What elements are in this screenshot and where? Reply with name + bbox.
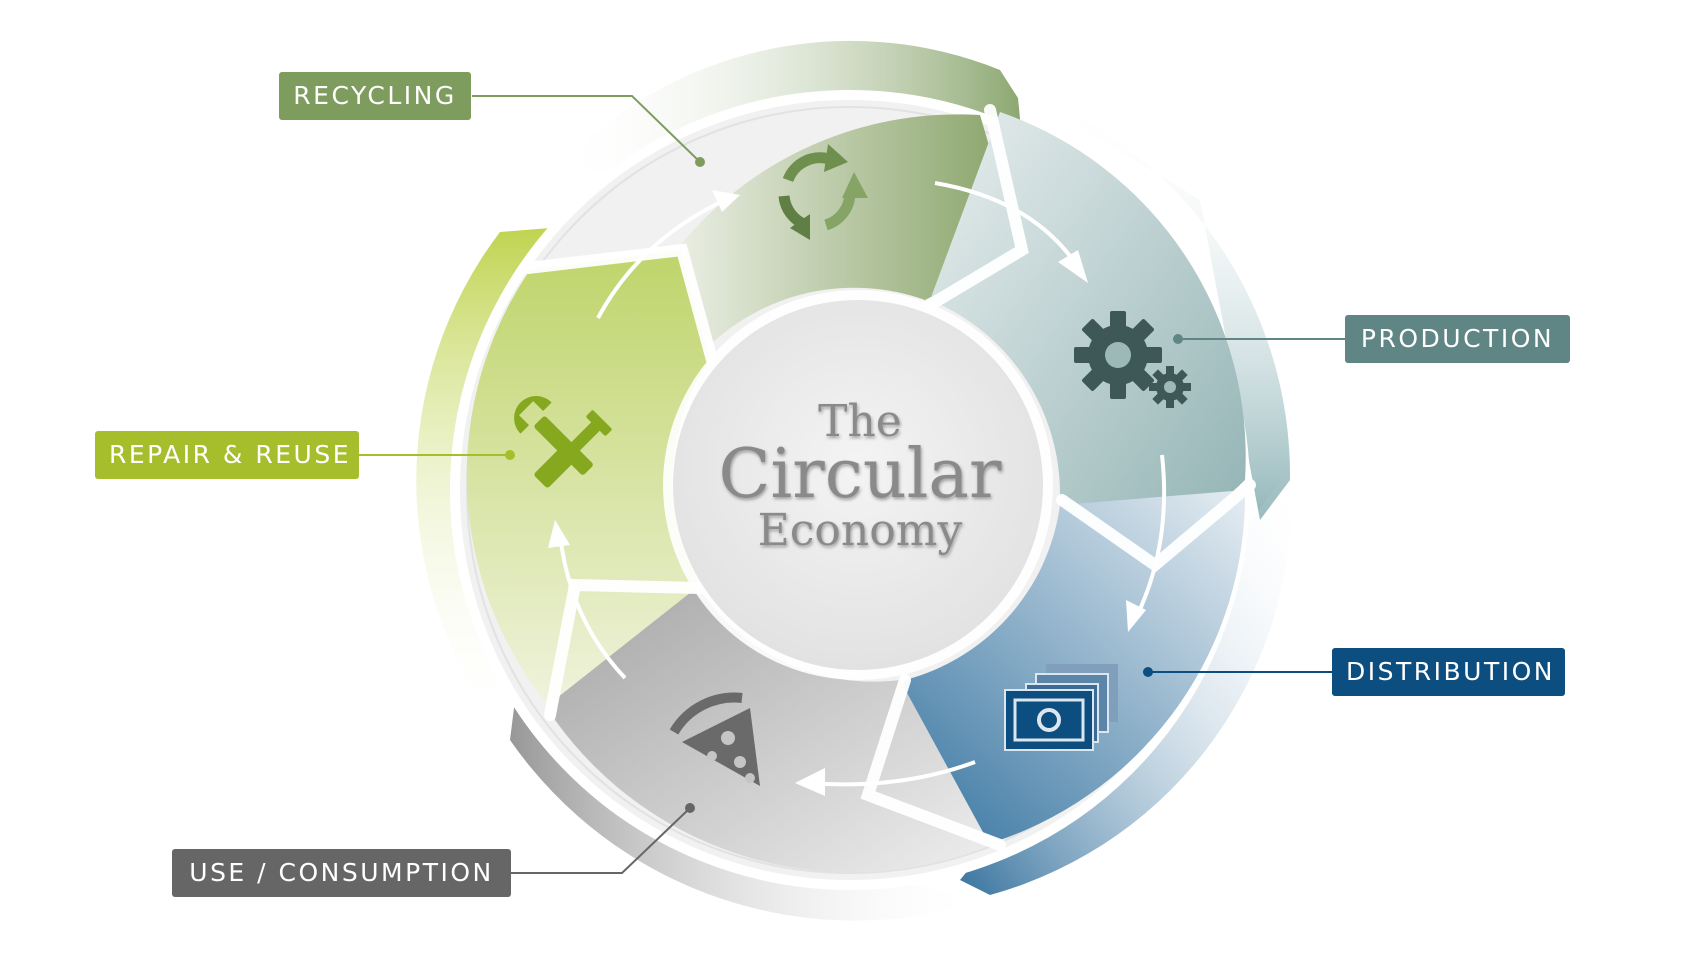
center-hub	[673, 300, 1043, 670]
leader-lines	[359, 95, 1345, 874]
title-line-3: Economy	[758, 505, 963, 556]
label-use-consumption: USE / CONSUMPTION	[172, 849, 511, 897]
title-line-2: Circular	[719, 435, 1002, 514]
label-distribution: DISTRIBUTION	[1332, 648, 1565, 696]
gears-icon	[1074, 311, 1191, 408]
label-recycling: RECYCLING	[279, 72, 471, 120]
cash-stack-icon	[1004, 664, 1118, 751]
recycle-arrows-icon	[778, 144, 868, 240]
label-production: PRODUCTION	[1345, 315, 1570, 363]
pizza-slice-icon	[669, 692, 760, 786]
flow-arrows	[558, 181, 1167, 787]
flow-arrowheads	[548, 190, 1146, 796]
tools-icon	[514, 396, 612, 488]
diagram-title: The Circular Economy	[719, 396, 1002, 556]
title-line-1: The	[818, 396, 902, 447]
segment-recycling	[665, 114, 1020, 345]
leader-dots	[505, 157, 1183, 813]
label-repair-reuse: REPAIR & REUSE	[95, 431, 359, 479]
segment-production	[930, 112, 1246, 565]
